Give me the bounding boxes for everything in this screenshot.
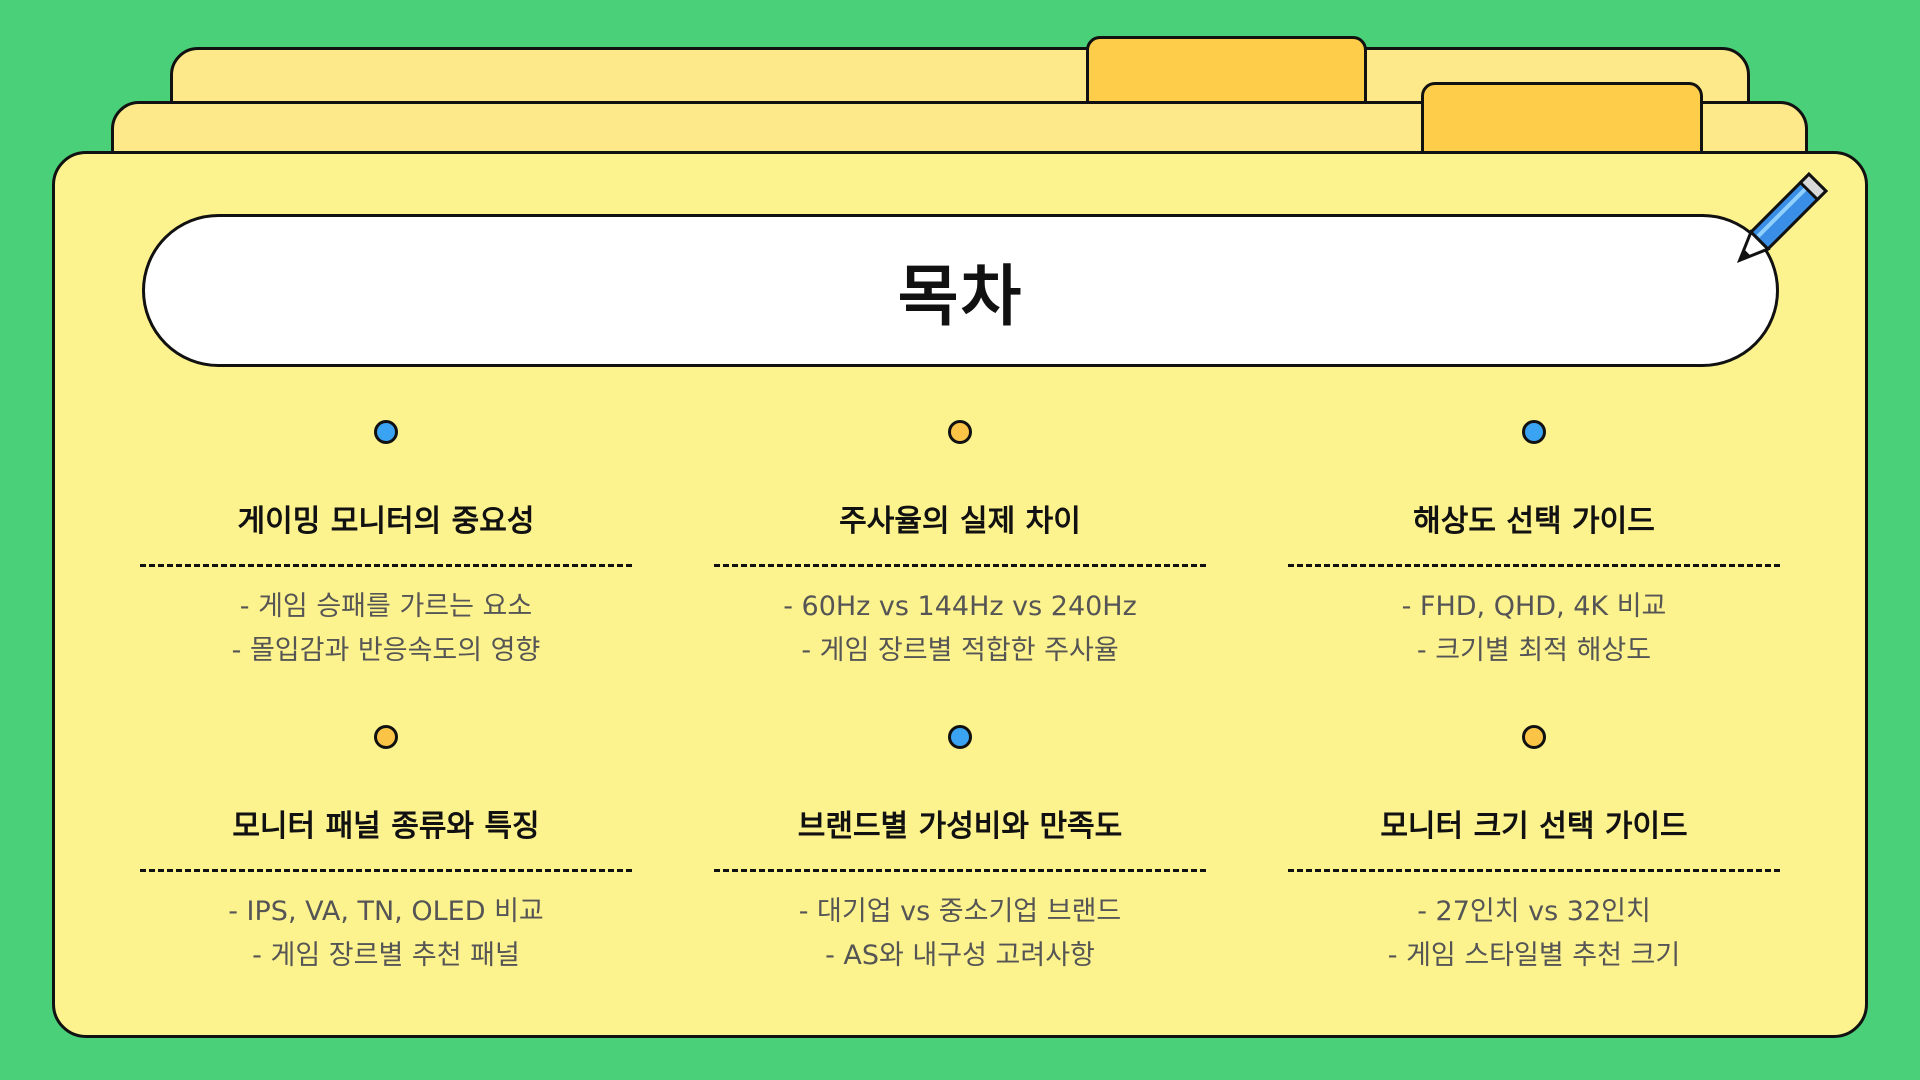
toc-item-line: - 60Hz vs 144Hz vs 240Hz [783,591,1137,622]
toc-item-line: - FHD, QHD, 4K 비교 [1401,591,1667,622]
toc-item-line: - 크기별 최적 해상도 [1416,635,1652,666]
toc-item-description: - IPS, VA, TN, OLED 비교 - 게임 장르별 추천 패널 [140,890,632,978]
toc-item-heading: 모니터 크기 선택 가이드 [1380,809,1688,844]
toc-item: 게이밍 모니터의 중요성 - 게임 승패를 가르는 요소 - 몰입감과 반응속도… [140,420,632,673]
dashed-divider [1288,869,1780,872]
toc-item-description: - 대기업 vs 중소기업 브랜드 - AS와 내구성 고려사항 [714,890,1206,978]
toc-item-line: - 게임 장르별 적합한 주사율 [801,635,1119,666]
dashed-divider [714,564,1206,567]
toc-item-heading: 모니터 패널 종류와 특징 [232,809,540,844]
bullet-dot [374,420,398,444]
toc-item-line: - 몰입감과 반응속도의 영향 [231,635,541,666]
toc-item-line: - 게임 장르별 추천 패널 [252,940,520,971]
toc-item: 해상도 선택 가이드 - FHD, QHD, 4K 비교 - 크기별 최적 해상… [1288,420,1780,673]
bullet-dot [948,420,972,444]
dashed-divider [1288,564,1780,567]
toc-item-description: - 60Hz vs 144Hz vs 240Hz - 게임 장르별 적합한 주사… [714,585,1206,673]
pencil-icon [1736,171,1829,264]
toc-item: 브랜드별 가성비와 만족도 - 대기업 vs 중소기업 브랜드 - AS와 내구… [714,725,1206,978]
bullet-dot [1522,420,1546,444]
toc-item-line: - 게임 승패를 가르는 요소 [239,591,533,622]
title-banner: 목차 [142,214,1779,367]
toc-item: 모니터 크기 선택 가이드 - 27인치 vs 32인치 - 게임 스타일별 추… [1288,725,1780,978]
toc-item-line: - AS와 내구성 고려사항 [825,940,1095,971]
dashed-divider [140,869,632,872]
bullet-dot [1522,725,1546,749]
folder-tab [1421,82,1703,162]
toc-item-line: - 게임 스타일별 추천 크기 [1387,940,1681,971]
toc-item-description: - FHD, QHD, 4K 비교 - 크기별 최적 해상도 [1288,585,1780,673]
page-title: 목차 [897,257,1024,335]
toc-item-heading: 해상도 선택 가이드 [1413,504,1655,539]
toc-item-line: - IPS, VA, TN, OLED 비교 [228,896,544,927]
toc-item-line: - 대기업 vs 중소기업 브랜드 [798,896,1122,927]
toc-item-description: - 27인치 vs 32인치 - 게임 스타일별 추천 크기 [1288,890,1780,978]
toc-item: 주사율의 실제 차이 - 60Hz vs 144Hz vs 240Hz - 게임… [714,420,1206,673]
dashed-divider [140,564,632,567]
bullet-dot [374,725,398,749]
toc-item-heading: 브랜드별 가성비와 만족도 [797,809,1123,844]
toc-item: 모니터 패널 종류와 특징 - IPS, VA, TN, OLED 비교 - 게… [140,725,632,978]
bullet-dot [948,725,972,749]
toc-item-heading: 게이밍 모니터의 중요성 [237,504,535,539]
toc-item-line: - 27인치 vs 32인치 [1417,896,1651,927]
toc-item-description: - 게임 승패를 가르는 요소 - 몰입감과 반응속도의 영향 [140,585,632,673]
dashed-divider [714,869,1206,872]
toc-item-heading: 주사율의 실제 차이 [839,504,1081,539]
